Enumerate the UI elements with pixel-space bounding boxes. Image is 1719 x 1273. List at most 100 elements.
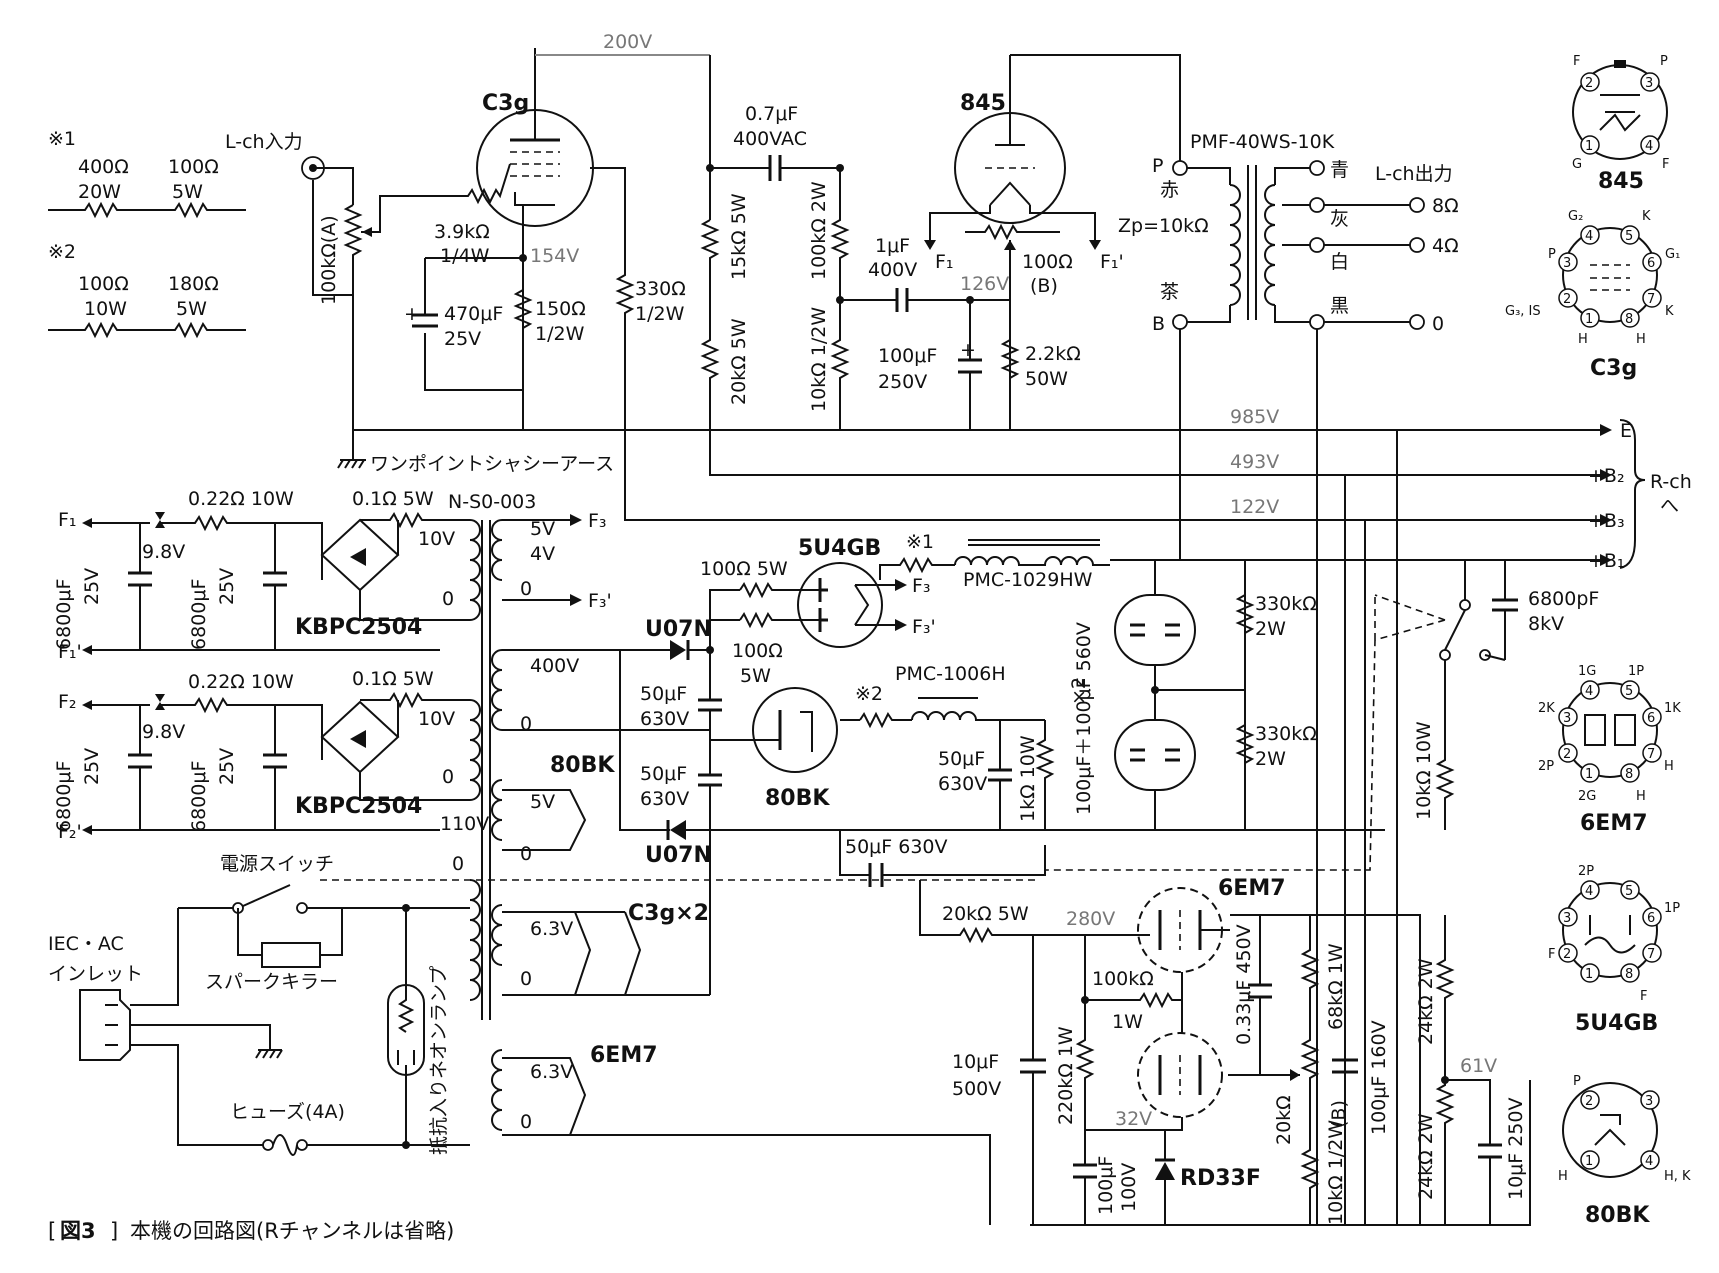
c3g-screen-r: 330Ω bbox=[635, 278, 686, 300]
note-1: ※1 400Ω 20W 100Ω 5W bbox=[48, 128, 246, 219]
input-stage: L-ch入力 100kΩ(A) C3g 3.9kΩ 1/4W 154V + 47… bbox=[225, 48, 1600, 521]
rail-b2: +B₂ bbox=[1588, 465, 1625, 487]
p845-l-p: P bbox=[1660, 54, 1668, 69]
reg-c10: 10μF bbox=[952, 1051, 999, 1073]
pinout-6em7: 4 5 3 6 2 7 1 8 1G 1P 2K 1K 2P H 2G H 6E… bbox=[1538, 664, 1681, 836]
reg-c100v: 100V bbox=[1118, 1163, 1140, 1212]
xfmr-0-pri: 0 bbox=[452, 853, 464, 875]
heater1-0: 0 bbox=[442, 588, 454, 610]
t845-rk: 2.2kΩ bbox=[1025, 343, 1081, 365]
svg-text:+: + bbox=[404, 303, 420, 325]
note-mark-1: ※1 bbox=[48, 128, 76, 150]
t845-label: 845 bbox=[960, 91, 1006, 116]
inlet-label-1: IEC・AC bbox=[48, 933, 124, 955]
reg-tube: 6EM7 bbox=[1218, 876, 1286, 901]
voltage-200v: 200V bbox=[603, 31, 652, 53]
caption-fig: 図3 bbox=[60, 1219, 96, 1243]
pc3g-l7: H bbox=[1636, 332, 1646, 347]
filter-bank: 100μF＋100μF 560V ×2 330kΩ 2W 330kΩ 2W 68… bbox=[320, 560, 1599, 881]
p845-l-f2: F bbox=[1662, 157, 1669, 172]
opt-blue: 青 bbox=[1330, 159, 1349, 181]
flt-r1k: 1kΩ 10W bbox=[1017, 735, 1039, 822]
p80-n3: 3 bbox=[1645, 1094, 1653, 1109]
pc3g-n1: 1 bbox=[1585, 312, 1593, 327]
t845-ck-v: 250V bbox=[878, 371, 927, 393]
p845-name: 845 bbox=[1598, 169, 1644, 194]
t845-c1-v: 400V bbox=[868, 259, 917, 281]
rail-493v: 493V bbox=[1230, 451, 1279, 473]
reg-zener: RD33F bbox=[1180, 1166, 1261, 1191]
inlet-label-2: インレット bbox=[48, 963, 143, 985]
t845-c1: 1μF bbox=[875, 235, 910, 257]
power-switch-label: 電源スイッチ bbox=[220, 853, 334, 875]
rect-c50a-v: 630V bbox=[640, 708, 689, 730]
output-label: L-ch出力 bbox=[1375, 163, 1453, 185]
opt-b: B bbox=[1152, 313, 1165, 335]
rect-r100-5w: 100Ω 5W bbox=[700, 558, 788, 580]
rect-c50a: 50μF bbox=[640, 683, 687, 705]
p5u-l3: F bbox=[1640, 989, 1647, 1004]
pem7-l2: 2K bbox=[1538, 701, 1555, 716]
c3g-cathode-cap: 470μF bbox=[444, 303, 503, 325]
c3g-cathode-cap-v: 25V bbox=[444, 328, 481, 350]
c3g-grid-r: 3.9kΩ bbox=[434, 221, 490, 243]
pc3g-n5: 5 bbox=[1625, 229, 1633, 244]
p80-n4: 4 bbox=[1645, 1154, 1653, 1169]
pc3g-l5: K bbox=[1665, 304, 1674, 319]
opt-white: 白 bbox=[1330, 251, 1349, 273]
pem7-n3: 3 bbox=[1563, 711, 1571, 726]
xfmr-c3g-63v: 6.3V bbox=[530, 918, 573, 940]
xfmr-5v: 5V bbox=[530, 518, 555, 540]
p845-n3: 3 bbox=[1645, 76, 1653, 91]
rect-r100: 100Ω bbox=[732, 640, 783, 662]
xfmr-f3: F₃ bbox=[588, 510, 607, 532]
xfmr-f3p: F₃' bbox=[588, 590, 612, 612]
pem7-name: 6EM7 bbox=[1580, 811, 1648, 836]
coupling-cap-v: 400VAC bbox=[733, 128, 807, 150]
pem7-n1: 1 bbox=[1585, 767, 1593, 782]
heater-supply-2: F₂ 0.22Ω 10W 9.8V 6800μF 25V 6800μF 25V … bbox=[53, 668, 470, 843]
rect-r100w: 5W bbox=[740, 665, 771, 687]
heater2-r022: 0.22Ω 10W bbox=[188, 671, 294, 693]
heater-f1: F₁ bbox=[58, 509, 77, 531]
xfmr-400v: 400V bbox=[530, 655, 579, 677]
xfmr-model: N-S0-003 bbox=[448, 491, 536, 513]
svg-text:+: + bbox=[960, 339, 976, 361]
c3g-cathode-r: 150Ω bbox=[535, 298, 586, 320]
xfmr-4v: 4V bbox=[530, 543, 555, 565]
c3g-label: C3g bbox=[482, 91, 529, 116]
opt-model: PMF-40WS-10K bbox=[1190, 131, 1335, 153]
t80bk-tube bbox=[752, 687, 838, 773]
pc3g-n4: 4 bbox=[1585, 229, 1593, 244]
pinout-845: 2 3 1 4 F P G F 845 bbox=[1572, 54, 1669, 194]
opt-gray: 灰 bbox=[1330, 208, 1349, 230]
pem7-l3: 1K bbox=[1664, 701, 1681, 716]
pc3g-n7: 7 bbox=[1647, 292, 1655, 307]
c3g-screen-r-watt: 1/2W bbox=[635, 303, 685, 325]
em7-lower bbox=[1137, 1032, 1223, 1118]
r-20k: 20kΩ 5W bbox=[728, 318, 750, 405]
label-c3gx2: C3g×2 bbox=[628, 901, 709, 926]
pem7-l1: 1P bbox=[1628, 664, 1644, 679]
pinout-c3g: 4 5 3 6 2 7 1 8 G₂ K P G₁ G₃, IS K H H C… bbox=[1505, 209, 1680, 381]
p5u-n5: 5 bbox=[1625, 884, 1633, 899]
p80-l1: H bbox=[1558, 1169, 1568, 1184]
bridge1: KBPC2504 bbox=[295, 615, 422, 640]
out-0: 0 bbox=[1432, 313, 1444, 335]
heater-supply-1: F₁ 0.22Ω 10W 9.8V 6800μF 25V 6800μF 25V … bbox=[53, 488, 470, 663]
heater2-cap-a-v: 25V bbox=[81, 748, 103, 785]
pem7-n8: 8 bbox=[1625, 767, 1633, 782]
input-label: L-ch入力 bbox=[225, 131, 303, 153]
p5u-n7: 7 bbox=[1647, 947, 1655, 962]
reg-r100k: 100kΩ bbox=[1092, 968, 1154, 990]
to-rch-he: へ bbox=[1660, 495, 1679, 517]
pem7-l5: H bbox=[1664, 759, 1674, 774]
t845-f1: F₁ bbox=[935, 251, 954, 273]
flt-c50: 50μF bbox=[938, 748, 985, 770]
heater1-cap-a: 6800μF bbox=[53, 579, 75, 650]
reg-r68k: 68kΩ 1W bbox=[1325, 943, 1347, 1030]
opt-zp: Zp=10kΩ bbox=[1118, 215, 1209, 237]
pem7-l6: 2G bbox=[1578, 789, 1596, 804]
rectifiers: U07N 100Ω 5W 100Ω 5W 5U4GB F₃ F₃' ※1 PMC… bbox=[619, 531, 1385, 995]
